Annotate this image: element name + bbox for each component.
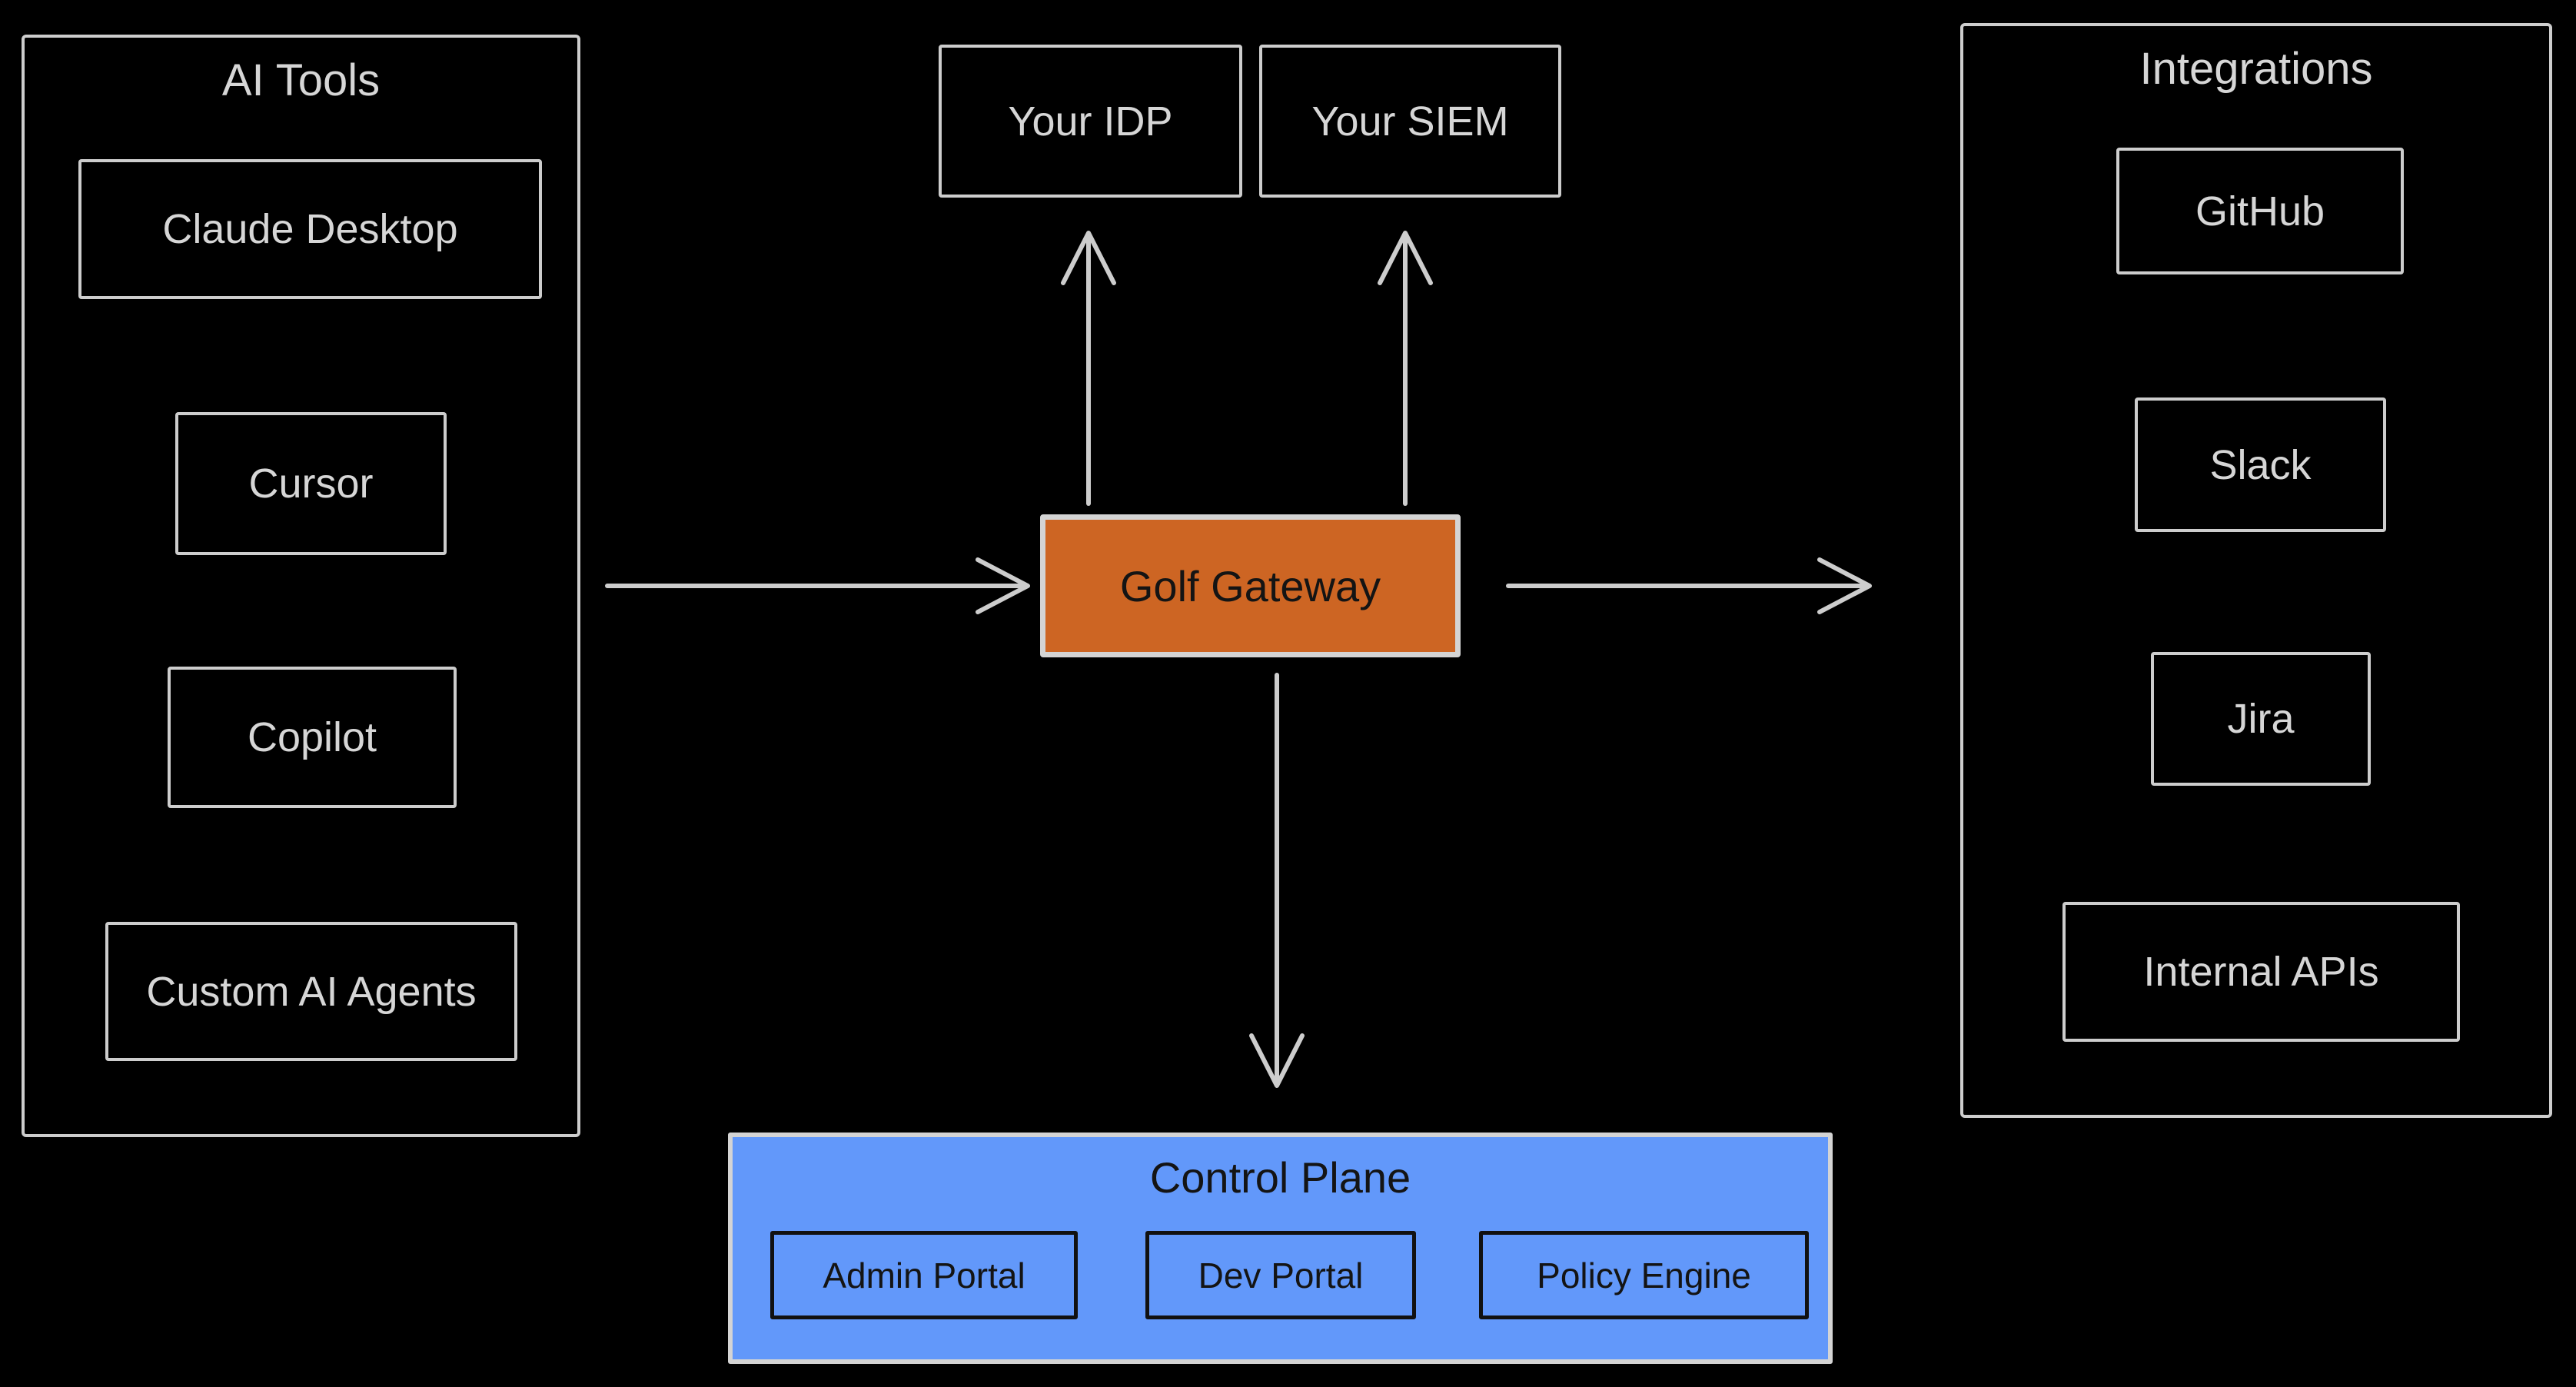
node-dev-portal: Dev Portal (1145, 1231, 1416, 1319)
node-policy-engine: Policy Engine (1479, 1231, 1809, 1319)
node-copilot: Copilot (168, 667, 457, 808)
arrow-gateway-to-your-idp (1061, 231, 1116, 506)
node-claude-desktop: Claude Desktop (78, 159, 542, 299)
arrow-gateway-to-control-plane (1249, 673, 1305, 1088)
node-admin-portal: Admin Portal (770, 1231, 1078, 1319)
arrow-gateway-to-your-siem (1378, 231, 1433, 506)
arrow-gateway-to-integrations (1506, 557, 1872, 614)
arrow-ai-tools-to-gateway (605, 557, 1030, 614)
node-jira: Jira (2151, 652, 2371, 786)
node-slack: Slack (2135, 397, 2386, 532)
ai-tools-title: AI Tools (221, 55, 381, 105)
integrations-group: Integrations GitHub Slack Jira Internal … (1960, 23, 2552, 1118)
node-golf-gateway: Golf Gateway (1040, 514, 1461, 657)
node-github: GitHub (2116, 148, 2404, 274)
ai-tools-group: AI Tools Claude Desktop Cursor Copilot C… (22, 35, 580, 1137)
node-internal-apis: Internal APIs (2062, 902, 2460, 1042)
node-custom-ai-agents: Custom AI Agents (105, 922, 517, 1061)
control-plane-group: Control Plane Admin Portal Dev Portal Po… (728, 1133, 1833, 1364)
node-your-idp: Your IDP (939, 45, 1242, 198)
node-your-siem: Your SIEM (1259, 45, 1561, 198)
integrations-title: Integrations (2139, 44, 2373, 94)
control-plane-title: Control Plane (1149, 1153, 1411, 1202)
node-cursor: Cursor (175, 412, 447, 555)
